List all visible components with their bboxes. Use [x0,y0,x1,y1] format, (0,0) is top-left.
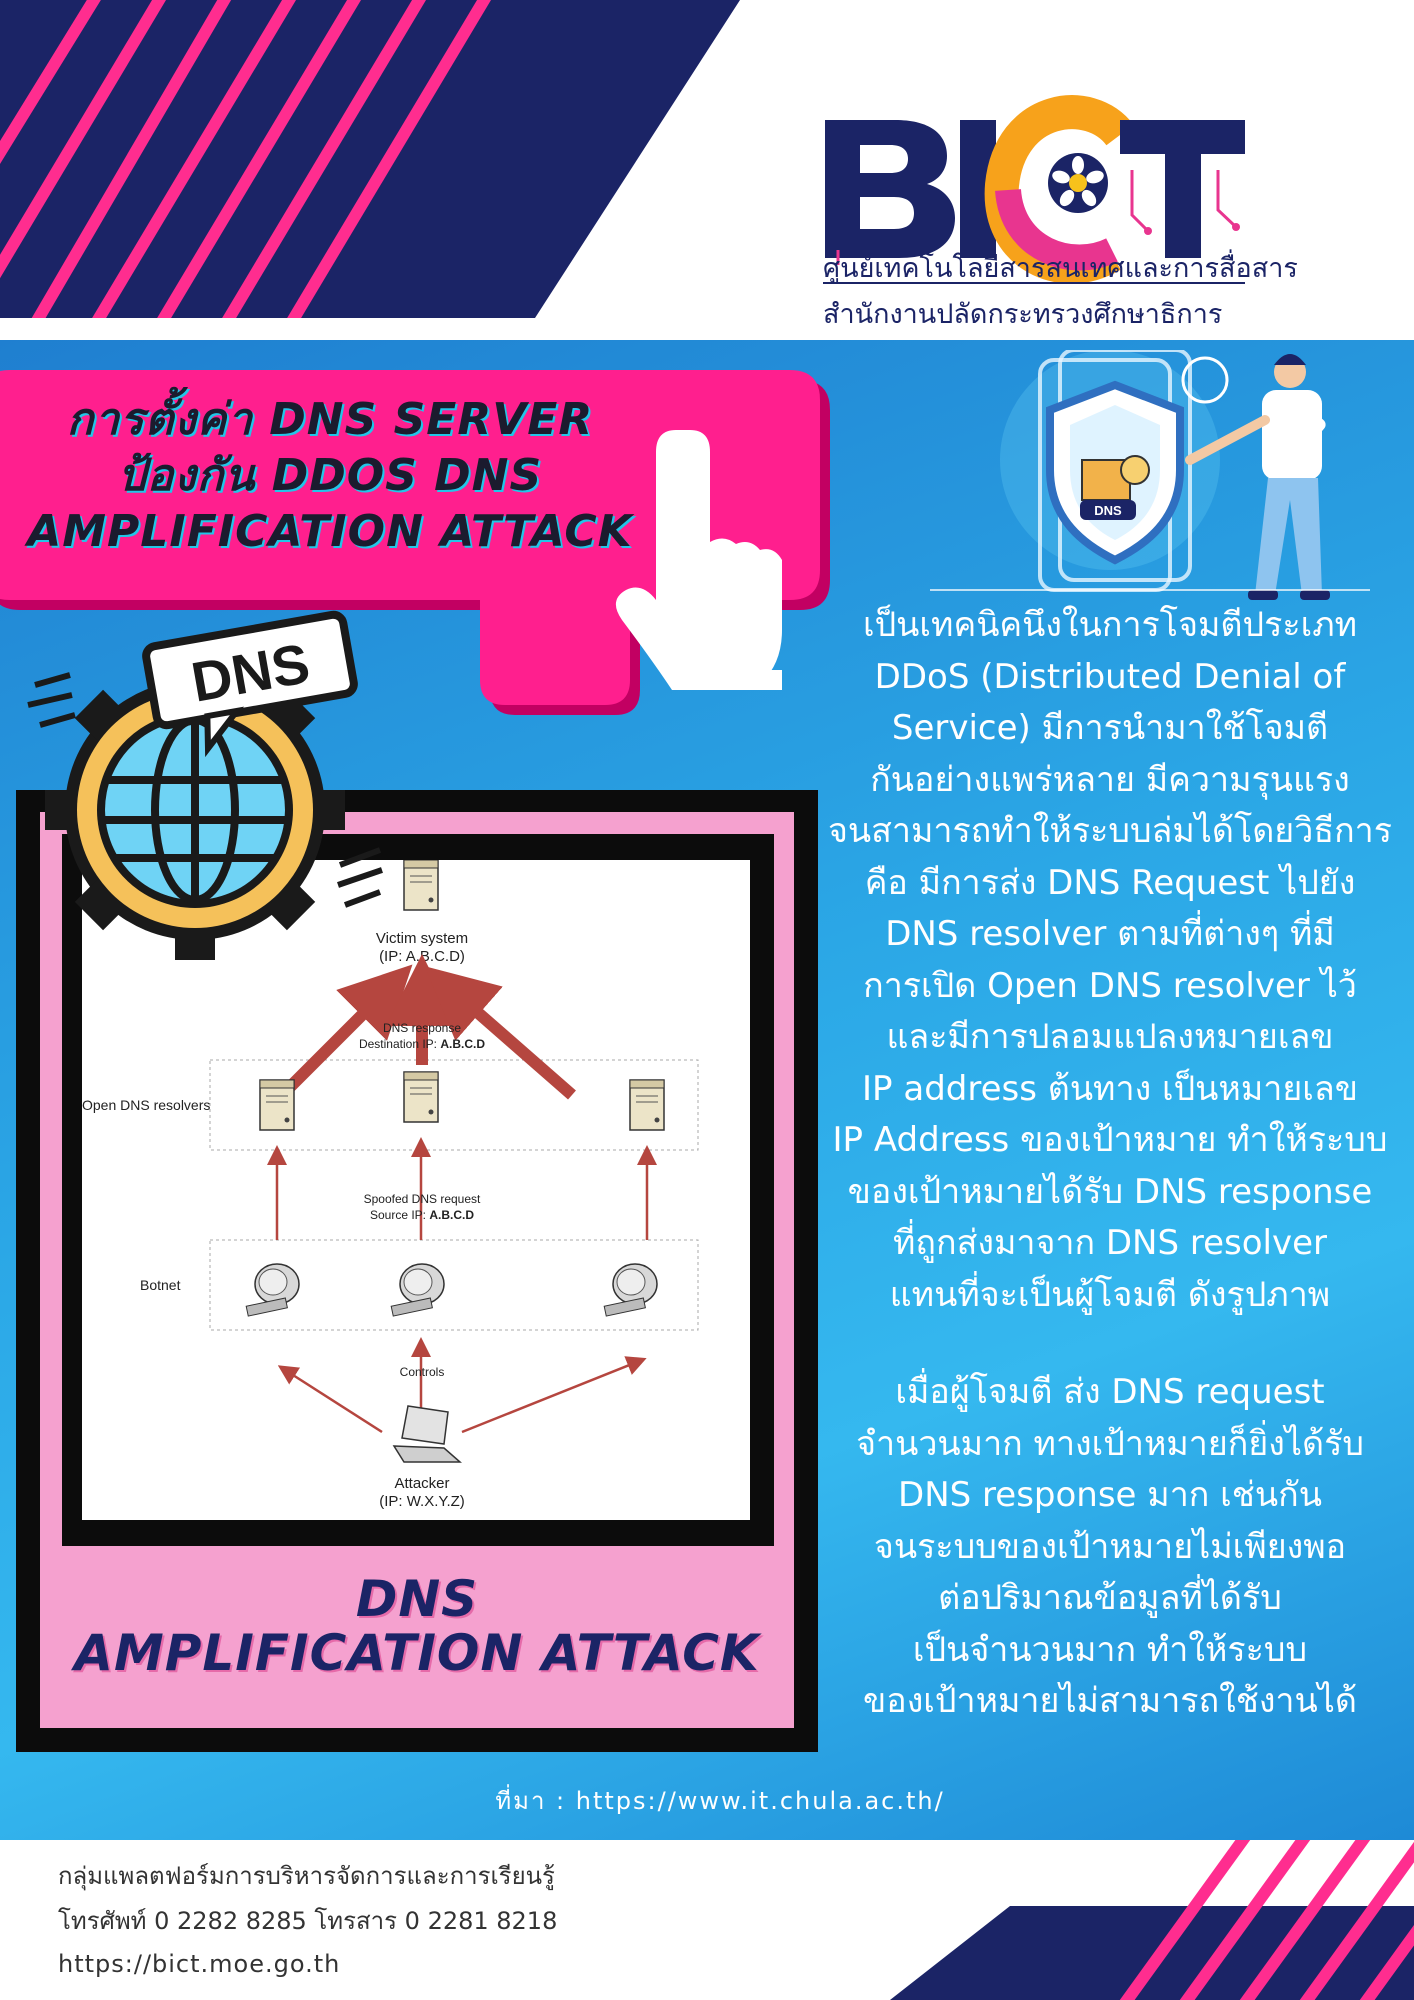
controls-label: Controls [400,1365,445,1379]
svg-text:Destination IP: A.B.C.D: Destination IP: A.B.C.D [359,1037,485,1051]
spoofed-label: Spoofed DNS request [364,1192,481,1206]
spoofed-src: Source IP: [370,1208,426,1222]
response-dest-value: A.B.C.D [440,1037,485,1051]
header: ศูนย์เทคโนโลยีสารสนเทศและการสื่อสาร สำนั… [0,0,1414,340]
description-paragraph2: เมื่อผู้โจมตี ส่ง DNS request จำนวนมาก ทา… [820,1367,1400,1728]
para1-line: และมีการปลอมแปลงหมายเลข [886,1017,1334,1057]
para1-line: จนสามารถทำให้ระบบล่มได้โดยวิธีการ [827,811,1393,851]
para2-line: จำนวนมาก ทางเป้าหมายก็ยิ่งได้รับ [856,1423,1364,1464]
diagram-caption: DNS AMPLIFICATION ATTACK [40,1572,794,1680]
para2-line: ของเป้าหมายไม่สามารถใช้งานได้ [863,1681,1357,1721]
caption-line1: DNS [355,1570,479,1628]
para1-line: คือ มีการส่ง DNS Request ไปยัง [864,862,1356,903]
resolvers-label: Open DNS resolvers [82,1097,210,1113]
source-reference: ที่มา : https://www.it.chula.ac.th/ [495,1787,945,1815]
response-dest: Destination IP: [359,1037,437,1051]
title-banner [0,370,830,715]
response-label: DNS response [383,1021,461,1035]
shield-person-illustration: DNS [930,350,1370,600]
dns-globe-icon: DNS [27,610,383,960]
para2-line: เป็นจำนวนมาก ทำให้ระบบ [912,1629,1308,1670]
description-paragraph1: เป็นเทคนิคนึงในการโจมตีประเภท DDoS (Distr… [820,600,1400,1321]
laptop-icon [392,1405,462,1463]
footer-stripes-decoration [890,1840,1414,2000]
victim-label: Victim system [376,930,468,947]
footer-department: กลุ่มแพลตฟอร์มการบริหารจัดการและการเรียน… [58,1862,555,1890]
para2-line: DNS response มาก เช่นกัน [898,1475,1322,1515]
dns-amplification-diagram: Victim system (IP: A.B.C.D) DNS response… [82,859,750,1520]
attacker-label: Attacker [394,1475,449,1492]
footer-phone-fax: โทรศัพท์ 0 2282 8285 โทรสาร 0 2281 8218 [58,1907,558,1935]
caption-line2: AMPLIFICATION ATTACK [74,1624,760,1682]
bict-logo [825,95,1245,284]
para1-line: การเปิด Open DNS resolver ไว้ [863,965,1357,1006]
para1-line: DDoS (Distributed Denial of [874,656,1346,697]
header-stripes-decoration [0,0,740,340]
spoofed-src-value: A.B.C.D [429,1208,474,1222]
para1-line: ของเป้าหมายได้รับ DNS response [847,1171,1373,1212]
para1-line: เป็นเทคนิคนึงในการโจมตีประเภท [862,605,1358,645]
attacker-ip: (IP: W.X.Y.Z) [379,1493,465,1510]
pointer-hand-icon [615,430,782,690]
para2-line: ต่อปริมาณข้อมูลที่ได้รับ [938,1578,1282,1618]
page-title: การตั้งค่า DNS SERVER ป้องกัน DDOS DNS A… [20,392,640,560]
para1-line: Service) มีการนำมาใช้โจมตี [891,708,1329,748]
para2-line: จนระบบของเป้าหมายไม่เพียงพอ [873,1526,1347,1567]
footer-website-link[interactable]: https://bict.moe.go.th [58,1950,341,1978]
para1-line: แทนที่จะเป็นผู้โจมตี ดังรูปภาพ [889,1274,1331,1315]
para1-line: IP address ต้นทาง เป็นหมายเลข [862,1068,1358,1109]
svg-text:Source IP: A.B.C.D: Source IP: A.B.C.D [370,1208,474,1222]
org-name-line1: ศูนย์เทคโนโลยีสารสนเทศและการสื่อสาร [823,253,1298,284]
description: เป็นเทคนิคนึงในการโจมตีประเภท DDoS (Distr… [820,600,1400,1728]
title-line2: ป้องกัน DDOS DNS [117,450,543,501]
botnet-label: Botnet [140,1277,181,1293]
title-line3: AMPLIFICATION ATTACK [27,506,633,557]
org-name-line2: สำนักงานปลัดกระทรวงศึกษาธิการ [823,299,1223,330]
para1-line: ที่ถูกส่งมาจาก DNS resolver [893,1223,1327,1263]
shield-dns-badge: DNS [1094,503,1122,518]
para1-line: IP Address ของเป้าหมาย ทำให้ระบบ [832,1120,1388,1160]
para2-line: เมื่อผู้โจมตี ส่ง DNS request [895,1372,1325,1412]
para1-line: กันอย่างแพร่หลาย มีความรุนแรง [870,759,1350,800]
logo-divider [823,282,1245,284]
title-line1: การตั้งค่า DNS SERVER [66,394,594,445]
para1-line: DNS resolver ตามที่ต่างๆ ที่มี [885,914,1335,954]
